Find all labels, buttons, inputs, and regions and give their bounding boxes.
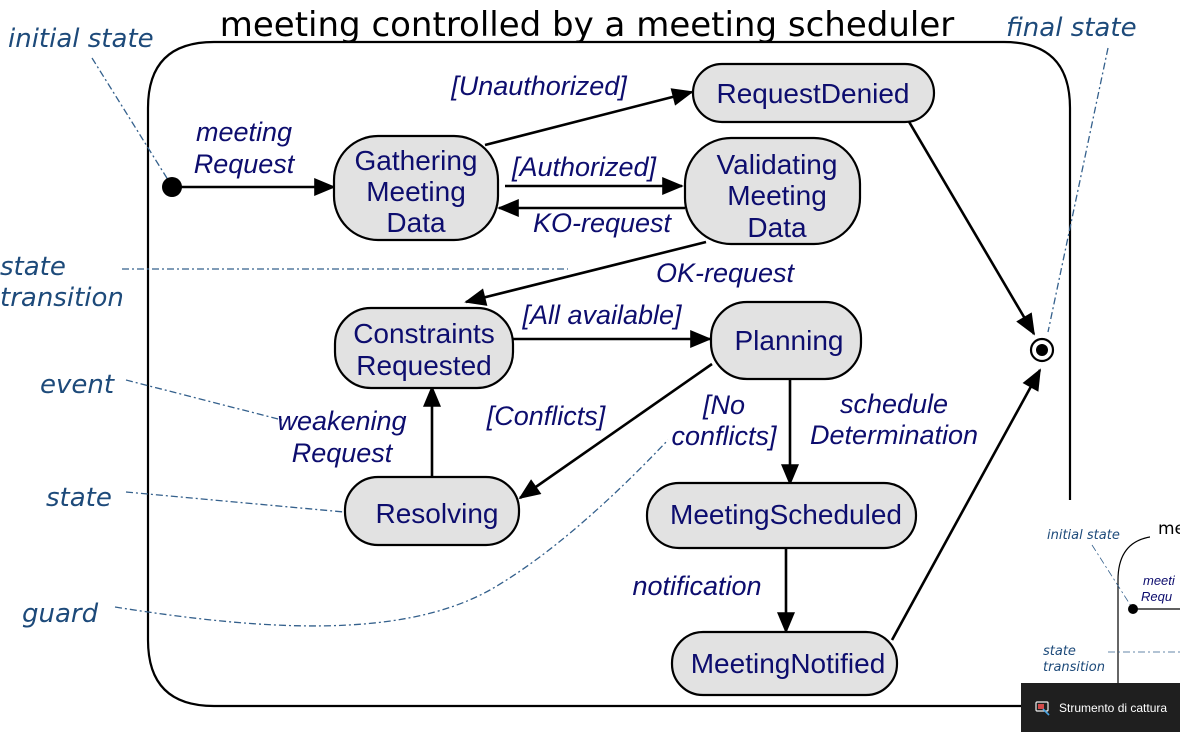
label-ok-request: OK-request [656,258,796,288]
leader-initial-state [91,57,171,184]
state-label: MeetingScheduled [670,499,902,530]
thumbnail-initial-state: initial state [1047,528,1120,543]
state-label: Constraints [353,318,495,349]
label-schedule-determination-line1: schedule [840,389,948,419]
state-label: Meeting [727,180,827,211]
state-request-denied: RequestDenied [691,62,936,124]
transition-unauthorized [484,88,694,147]
state-meeting-scheduled: MeetingScheduled [645,481,918,550]
state-gathering-meeting-data: Gathering Meeting Data [332,134,500,242]
initial-state-node [162,177,182,197]
state-resolving: Resolving [343,475,521,547]
taskbar-button-snipping-tool[interactable]: Strumento di cattura [1021,683,1180,732]
label-notification: notification [632,571,761,601]
state-label: MeetingNotified [691,648,886,679]
state-label: Resolving [376,498,499,529]
label-no-conflicts-line1: [No [702,390,745,420]
taskbar-label: Strumento di cattura [1059,700,1168,715]
state-label: Data [747,212,807,243]
transition-conflicts [518,362,713,500]
thumbnail-state-transition-line2: transition [1043,660,1105,675]
leader-state [125,491,345,513]
thumbnail-state-transition-line1: state [1043,644,1076,659]
annotation-final-state: final state [1006,13,1137,43]
label-ko-request: KO-request [533,208,673,238]
label-weakening-request-line2: Request [292,438,394,468]
thumbnail-title: me [1158,519,1180,539]
label-conflicts: [Conflicts] [486,401,607,431]
transition-ok-request [464,240,707,306]
label-unauthorized: [Unauthorized] [450,71,628,101]
title-backdrop [222,4,952,40]
leader-guard [114,439,669,627]
annotation-state-transition-line1: state [0,252,66,282]
composite-state-border [146,40,1072,708]
label-meeting-request-line1: meeting [196,117,292,147]
thumbnail-preview: me initial state meeti Requ state transi… [1022,500,1180,683]
transition-denied-to-final [906,119,1036,336]
label-meeting-request-line2: Request [194,149,296,179]
state-planning: Planning [709,300,863,381]
state-label: RequestDenied [716,78,909,109]
final-state-inner [1036,344,1048,356]
snipping-tool-icon [1035,700,1051,716]
state-label: Requested [356,350,491,381]
transition-notified-to-final [890,368,1042,641]
state-label: Meeting [366,176,466,207]
state-validating-meeting-data: Validating Meeting Data [683,136,862,246]
label-schedule-determination-line2: Determination [810,420,978,450]
label-weakening-request-line1: weakening [277,406,406,436]
leader-final-state [1047,47,1109,333]
annotation-initial-state: initial state [8,24,154,54]
thumbnail-meeting-request-line2: Requ [1141,589,1172,604]
state-label: Planning [735,325,844,356]
state-meeting-notified: MeetingNotified [670,630,899,697]
leader-event [125,379,283,421]
annotation-guard: guard [22,599,99,629]
state-label: Validating [717,149,838,180]
label-authorized: [Authorized] [511,152,658,182]
diagram-title: meeting controlled by a meeting schedule… [220,5,954,45]
state-label: Data [386,207,446,238]
thumbnail-meeting-request-line1: meeti [1143,573,1176,588]
label-all-available: [All available] [521,300,683,330]
state-constraints-requested: Constraints Requested [333,306,515,390]
label-no-conflicts-line2: conflicts] [671,421,778,451]
annotation-event: event [40,370,115,400]
state-label: Gathering [355,145,478,176]
annotation-state-transition-line2: transition [0,283,124,313]
annotation-state: state [46,483,112,513]
